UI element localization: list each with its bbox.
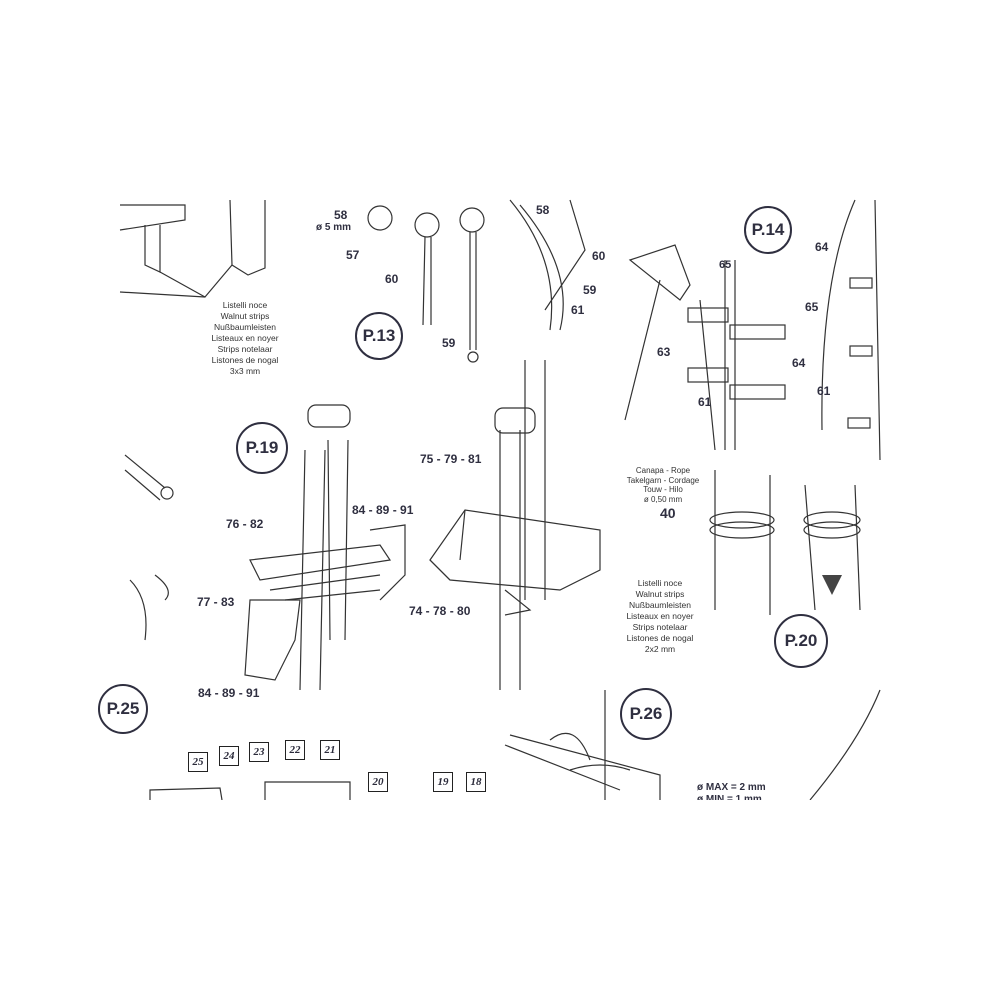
part-box: 20 — [368, 772, 388, 792]
part-label: 61 — [571, 303, 585, 317]
dim-min: ø MIN = 1 mm — [697, 794, 762, 802]
dim-max: ø MAX = 2 mm — [697, 782, 766, 793]
note-line: Listeaux en noyer — [626, 611, 694, 621]
deck-edge — [119, 204, 186, 231]
note-line: Takelgarn - Cordage — [626, 475, 700, 485]
strip-right — [229, 199, 266, 276]
note-line: Listelli noce — [637, 578, 683, 588]
part-box: 25 — [188, 752, 208, 772]
part-label: 65 — [719, 259, 732, 271]
part-label: 40 — [660, 505, 676, 521]
note-line: Nußbaumleisten — [214, 322, 276, 332]
note-line: Strips notelaar — [632, 622, 688, 632]
part-label: 76 - 82 — [226, 517, 264, 531]
strip-left — [144, 225, 161, 273]
note-line: Strips notelaar — [217, 344, 273, 354]
part-label: 74 - 78 - 80 — [409, 604, 471, 618]
step-p13: P.13 — [355, 312, 403, 360]
part-label: 58 — [536, 203, 550, 217]
blank-margin — [0, 800, 1000, 1000]
part-label: 61 — [817, 384, 831, 398]
note-line: Listelli noce — [222, 300, 268, 310]
part-label: 64 — [792, 356, 806, 370]
note-line: Walnut strips — [635, 589, 685, 599]
part-label: 61 — [698, 395, 712, 409]
note-line: Walnut strips — [220, 311, 270, 321]
note-line: 2x2 mm — [644, 644, 676, 654]
note-line: Canapa - Rope — [635, 466, 691, 475]
part-box: 24 — [219, 746, 239, 766]
note-line: 3x3 mm — [229, 366, 261, 376]
part-label: 58 — [334, 208, 348, 222]
part-label: 60 — [385, 272, 399, 286]
note-line: ø 0,50 mm — [643, 494, 683, 504]
step-p20: P.20 — [774, 614, 828, 668]
note-line: Listeaux en noyer — [211, 333, 279, 343]
dim-min-clip: ø MIN = 1 mm — [690, 794, 810, 802]
part-box: 18 — [466, 772, 486, 792]
part-box: 23 — [249, 742, 269, 762]
part-box: 19 — [433, 772, 453, 792]
arrow-icon — [822, 575, 842, 595]
part-label: 84 - 89 - 91 — [352, 503, 414, 517]
part-label: 84 - 89 - 91 — [198, 686, 260, 700]
part-label: ø 5 mm — [316, 222, 352, 233]
step-p26: P.26 — [620, 688, 672, 740]
note-line: Nußbaumleisten — [629, 600, 691, 610]
part-label: 59 — [583, 283, 597, 297]
part-label: 75 - 79 - 81 — [420, 452, 482, 466]
part-label: 77 - 83 — [197, 595, 235, 609]
part-label: 63 — [657, 345, 671, 359]
step-p25: P.25 — [98, 684, 148, 734]
part-label: 65 — [805, 300, 819, 314]
step-p19: P.19 — [236, 422, 288, 474]
part-label: 64 — [815, 240, 829, 254]
note-line: Touw - Hilo — [643, 485, 683, 494]
part-box: 22 — [285, 740, 305, 760]
part-label: 59 — [442, 336, 456, 350]
step-p14: P.14 — [744, 206, 792, 254]
note-line: Listones de nogal — [626, 633, 694, 643]
part-label: 57 — [346, 248, 360, 262]
part-label: 60 — [592, 249, 606, 263]
part-box: 21 — [320, 740, 340, 760]
note-line: Listones de nogal — [211, 355, 279, 365]
